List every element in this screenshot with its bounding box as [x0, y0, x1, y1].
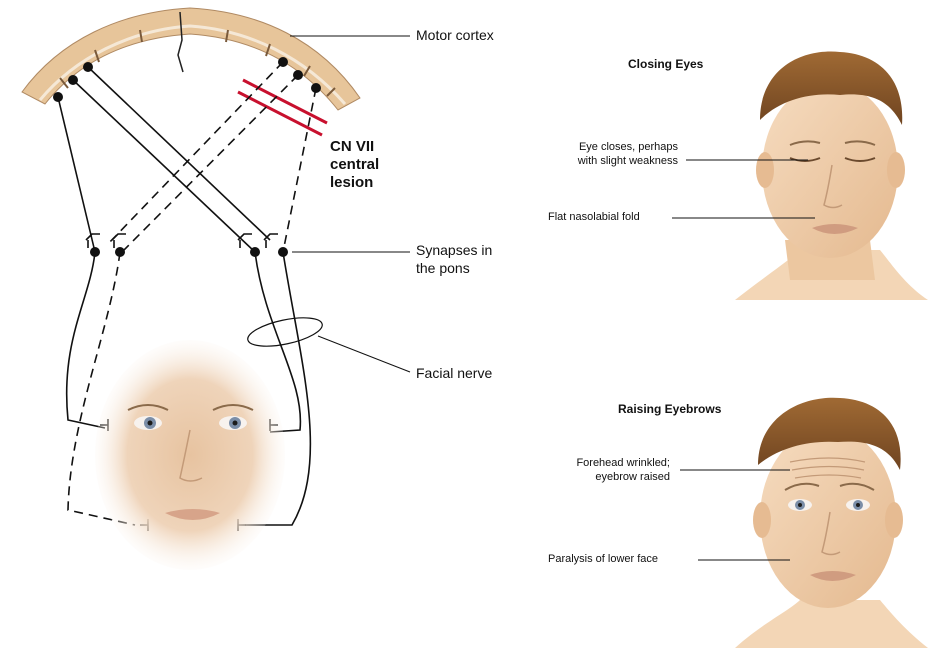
- label-lesion-line1: CN VII: [330, 138, 379, 156]
- label-paralysis: Paralysis of lower face: [548, 552, 658, 566]
- label-eye-closes: Eye closes, perhaps with slight weakness: [540, 140, 678, 169]
- title-closing-eyes: Closing Eyes: [628, 57, 703, 71]
- label-lesion-line3: lesion: [330, 174, 379, 192]
- raising-eyebrows-face: [735, 398, 928, 648]
- label-motor-cortex: Motor cortex: [416, 27, 494, 45]
- label-forehead: Forehead wrinkled; eyebrow raised: [540, 456, 670, 485]
- label-eye-closes-line2: with slight weakness: [540, 154, 678, 168]
- title-raising-eyebrows: Raising Eyebrows: [618, 402, 721, 416]
- label-lesion: CN VII central lesion: [330, 138, 379, 192]
- label-synapses: Synapses in the pons: [416, 242, 492, 277]
- label-lesion-line2: central: [330, 156, 379, 174]
- neuron-dots: [53, 57, 321, 257]
- motor-cortex-illustration: [22, 8, 360, 110]
- label-facial-nerve: Facial nerve: [416, 365, 492, 383]
- closing-eyes-face: [735, 52, 928, 300]
- label-synapses-line2: the pons: [416, 260, 492, 278]
- label-synapses-line1: Synapses in: [416, 242, 492, 260]
- label-forehead-line2: eyebrow raised: [540, 470, 670, 484]
- label-forehead-line1: Forehead wrinkled;: [540, 456, 670, 470]
- facial-nerve-marker: [245, 312, 324, 351]
- label-eye-closes-line1: Eye closes, perhaps: [540, 140, 678, 154]
- label-nasolabial: Flat nasolabial fold: [548, 210, 640, 224]
- center-face-illustration: [95, 340, 285, 570]
